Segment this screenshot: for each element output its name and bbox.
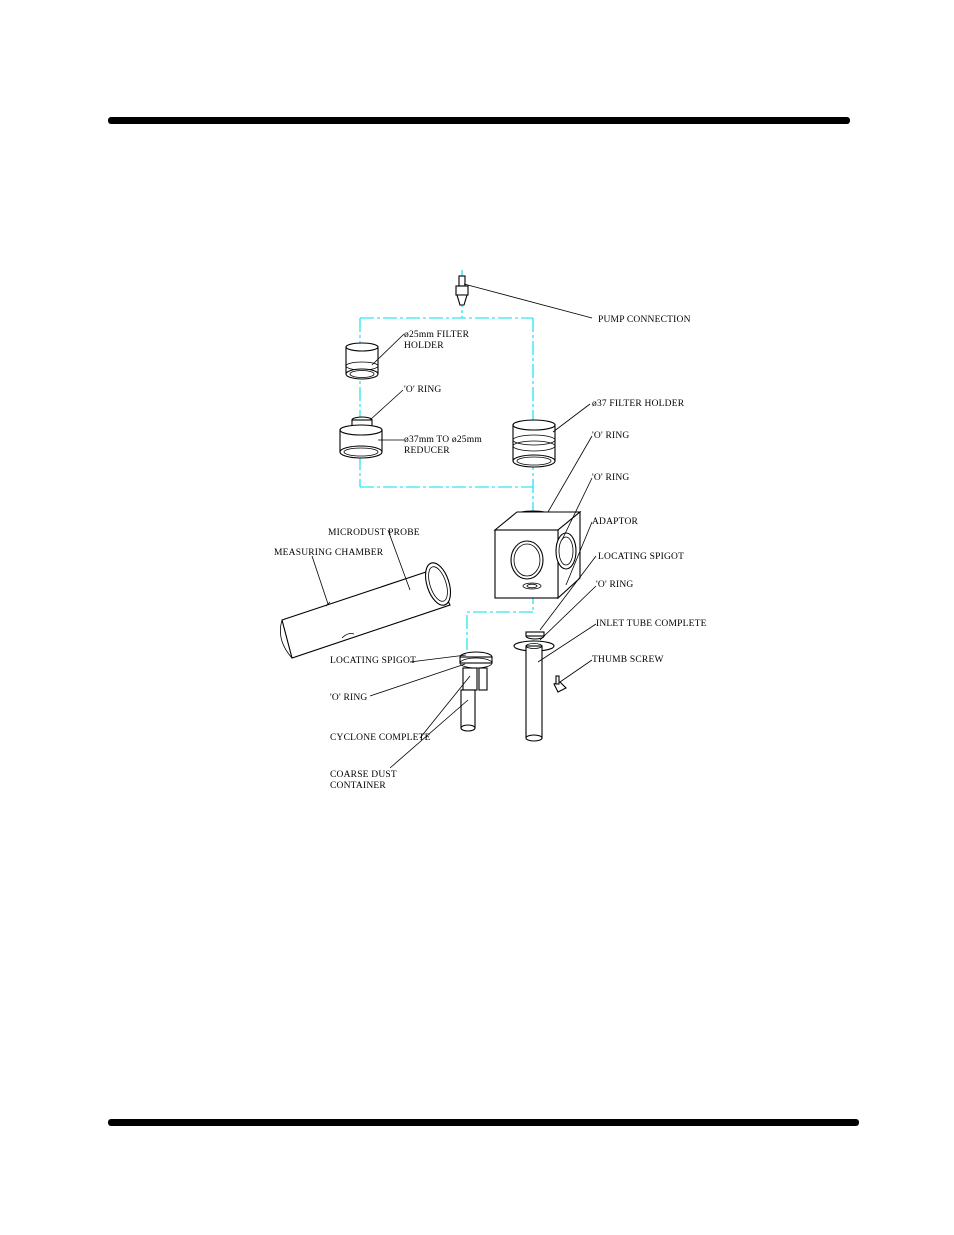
filter-holder-37-part xyxy=(512,419,556,468)
label-o-ring-1: 'O' RING xyxy=(404,385,441,395)
label-o-ring-3: 'O' RING xyxy=(592,473,629,483)
label-filter-holder-37: ø37 FILTER HOLDER xyxy=(592,399,685,409)
label-measuring-chamber: MEASURING CHAMBER xyxy=(274,548,384,558)
labels: PUMP CONNECTION ø25mm FILTER HOLDER 'O' … xyxy=(274,315,707,791)
label-coarse-dust-line2: CONTAINER xyxy=(330,781,386,791)
leader-lines xyxy=(311,283,597,769)
cyclone-part xyxy=(459,651,493,732)
label-thumb-screw: THUMB SCREW xyxy=(592,655,664,665)
label-microdust-probe: MICRODUST PROBE xyxy=(328,528,420,538)
label-coarse-dust: COARSE DUST xyxy=(330,770,397,780)
bottom-rule xyxy=(108,1119,859,1126)
label-o-ring-4: 'O' RING xyxy=(596,580,633,590)
label-filter-holder-25-line2: HOLDER xyxy=(404,341,444,351)
label-locating-spigot-right: LOCATING SPIGOT xyxy=(598,552,684,562)
thumb-screw-part xyxy=(553,675,567,693)
label-o-ring-2: 'O' RING xyxy=(592,431,629,441)
inlet-tube-part xyxy=(513,640,555,742)
label-inlet-tube: INLET TUBE COMPLETE xyxy=(596,619,707,629)
measuring-chamber-part xyxy=(279,562,452,659)
adaptor-part xyxy=(493,510,582,600)
top-rule xyxy=(108,117,850,124)
label-reducer-line2: REDUCER xyxy=(404,446,450,456)
locating-spigot-right-part xyxy=(525,631,545,640)
label-o-ring-5: 'O' RING xyxy=(330,693,367,703)
pump-connection-part xyxy=(455,275,469,306)
filter-holder-25mm-part xyxy=(345,342,379,380)
label-locating-spigot-left: LOCATING SPIGOT xyxy=(330,656,416,666)
reducer-part xyxy=(339,424,383,459)
label-adaptor: ADAPTOR xyxy=(592,517,639,527)
label-cyclone: CYCLONE COMPLETE xyxy=(330,733,431,743)
label-filter-holder-25: ø25mm FILTER xyxy=(404,330,470,340)
label-pump-connection: PUMP CONNECTION xyxy=(598,315,691,325)
label-reducer: ø37mm TO ø25mm xyxy=(404,435,482,445)
